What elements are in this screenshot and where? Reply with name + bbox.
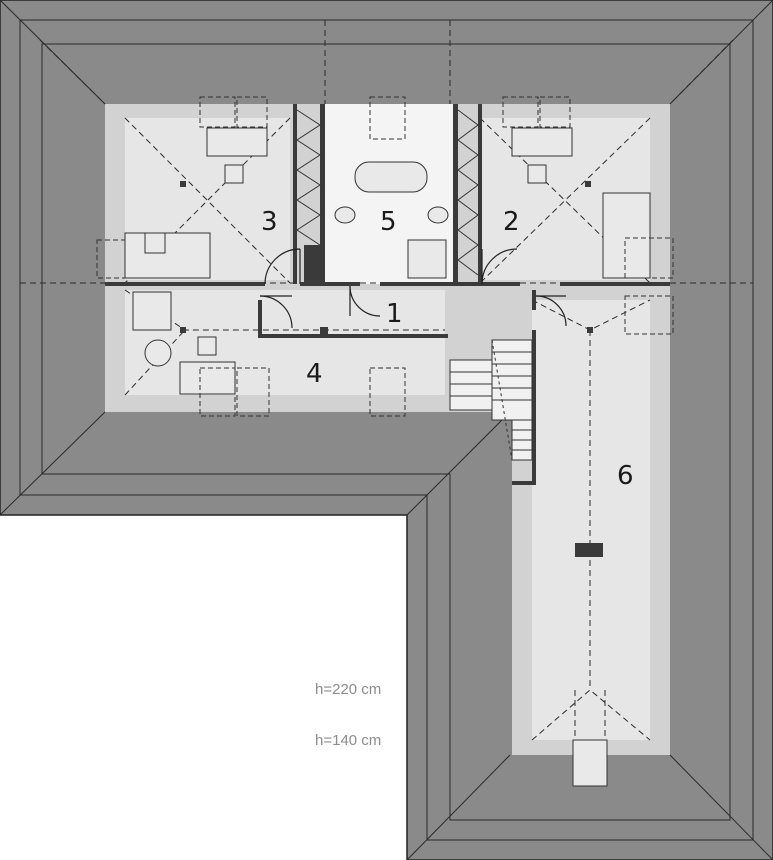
furniture (96, 96, 674, 787)
legend-height-140: h=140 cm (315, 732, 381, 749)
room-label-3: 3 (261, 207, 278, 237)
staircase (449, 339, 533, 461)
room-label-4: 4 (306, 359, 323, 389)
room-label-2: 2 (503, 207, 520, 237)
room-label-1: 1 (386, 299, 403, 329)
room-label-5: 5 (380, 207, 397, 237)
doors (259, 248, 567, 329)
wardrobe-hatching (296, 109, 479, 276)
legend-height-220: h=220 cm (315, 681, 381, 698)
room-label-6: 6 (617, 461, 634, 491)
walls (105, 104, 670, 557)
